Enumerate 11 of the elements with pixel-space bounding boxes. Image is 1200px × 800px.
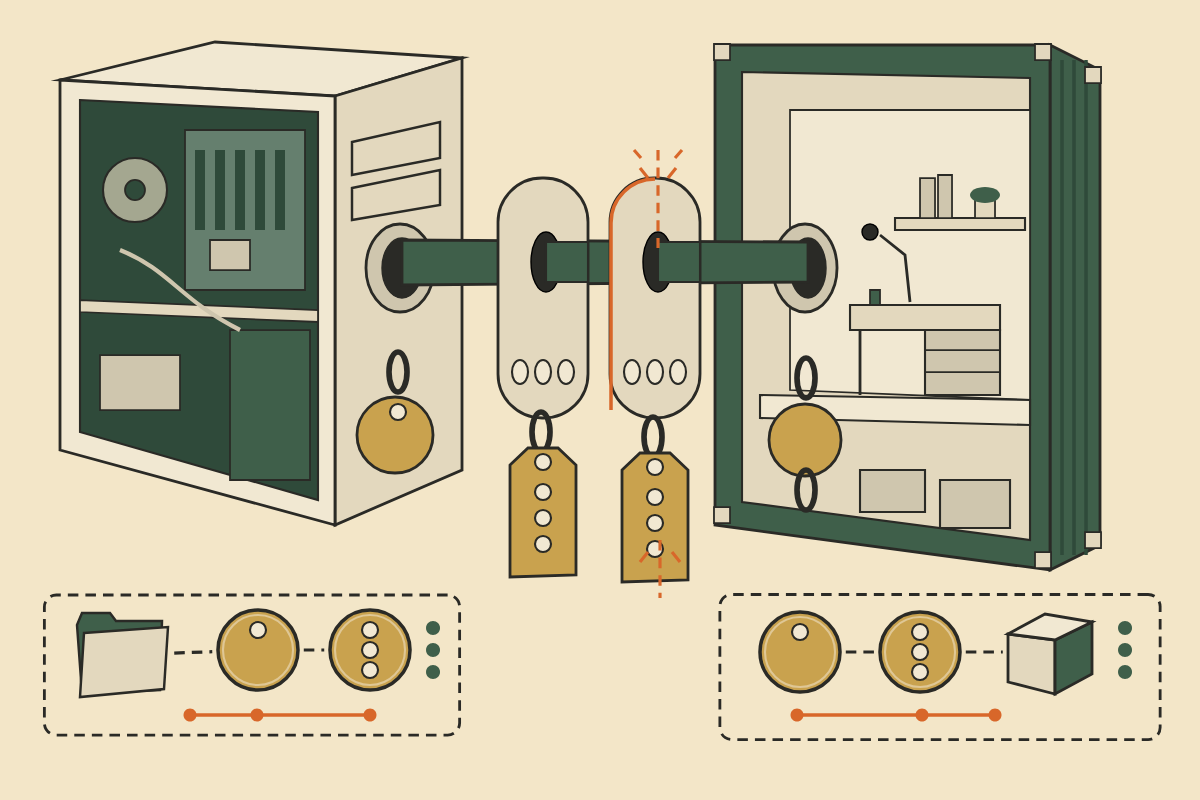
round-tag-icon: [216, 608, 300, 692]
round-tag-icon: [328, 608, 412, 692]
round-tag-icon: [758, 610, 842, 694]
dashed-panel: [718, 593, 1162, 741]
connector-line: [965, 650, 1003, 654]
folder-icon: [75, 611, 170, 699]
connector-line: [845, 650, 875, 654]
connector-line: [303, 648, 325, 652]
connector-line: [174, 650, 213, 655]
round-tag-icon: [878, 610, 962, 694]
dashed-panel: [42, 593, 462, 737]
